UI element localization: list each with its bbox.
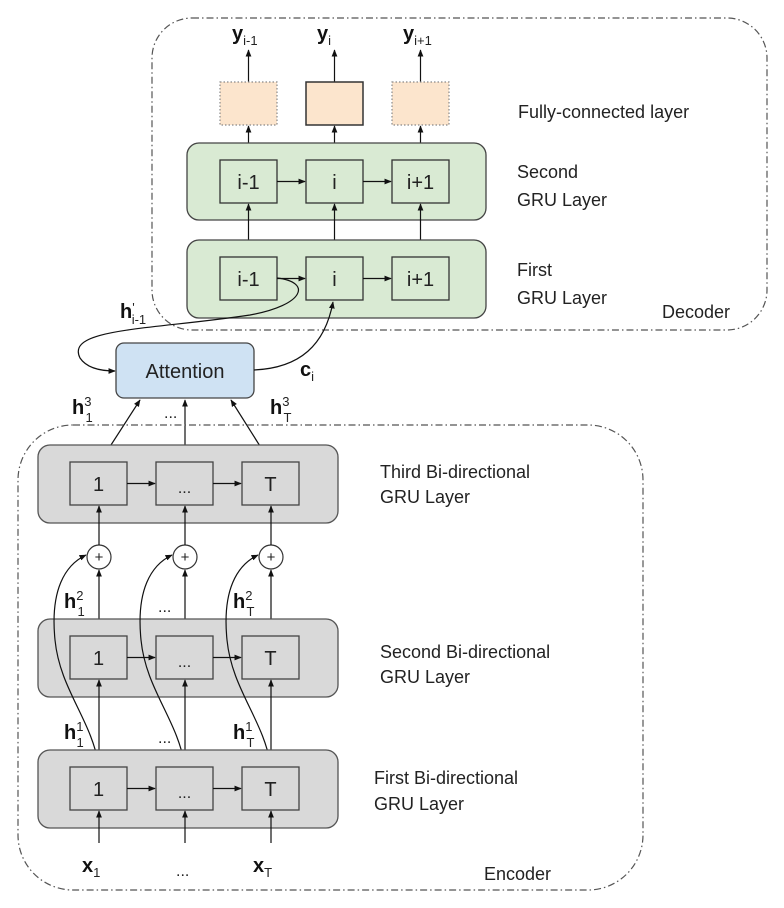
fc-layer-label: Fully-connected layer	[518, 102, 689, 122]
encoder-third-gru-cell-first: 1	[69, 461, 128, 506]
decoder-title: Decoder	[662, 302, 730, 322]
svg-text:h21: h21	[64, 588, 85, 619]
residual-skip-mid	[139, 554, 186, 768]
encoder-second-gru-label-line2: GRU Layer	[380, 667, 470, 687]
h2-label-ellipsis: ...	[158, 599, 171, 616]
encoder-second-gru-cell-last: T	[241, 635, 300, 680]
residual-add-node-first: +	[86, 544, 112, 570]
svg-text:+: +	[181, 549, 190, 566]
arrow-hidden-prev-to-attention	[77, 277, 299, 374]
svg-text:T: T	[264, 648, 276, 670]
svg-text:...: ...	[178, 785, 191, 802]
svg-text:T: T	[264, 779, 276, 801]
encoder-first-gru-label-line1: First Bi-directional	[374, 768, 518, 788]
encoder-first-gru-cell-first: 1	[69, 766, 128, 811]
output-label-y-next: yi+1	[403, 23, 432, 48]
input-label-ellipsis: ...	[176, 863, 189, 880]
svg-text:yi+1: yi+1	[403, 23, 432, 48]
svg-text:xT: xT	[253, 855, 272, 880]
decoder-second-gru-label-line2: GRU Layer	[517, 190, 607, 210]
encoder-third-gru-label-line1: Third Bi-directional	[380, 462, 530, 482]
svg-text:x1: x1	[82, 855, 100, 880]
svg-text:...: ...	[178, 654, 191, 671]
decoder-first-gru-label-line2: GRU Layer	[517, 288, 607, 308]
svg-text:i: i	[332, 269, 336, 291]
decoder-second-gru-cell-next: i+1	[391, 159, 450, 204]
svg-text:...: ...	[178, 480, 191, 497]
attention-node: Attention	[115, 342, 255, 399]
decoder-second-gru-label-line1: Second	[517, 162, 578, 182]
hidden-prev-label: h'i-1	[120, 300, 146, 327]
encoder-container	[17, 424, 644, 891]
encoder-second-gru-label-line1: Second Bi-directional	[380, 642, 550, 662]
svg-text:yi: yi	[317, 23, 331, 48]
svg-text:ci: ci	[300, 359, 314, 384]
decoder-first-gru-cell-prev: i-1	[219, 256, 278, 301]
svg-text:Attention: Attention	[146, 361, 225, 383]
arrow-context-to-decoder	[253, 301, 335, 371]
residual-skip-last	[225, 554, 272, 768]
residual-skip-first	[53, 554, 100, 768]
svg-text:i-1: i-1	[237, 269, 259, 291]
residual-add-node-last: +	[258, 544, 284, 570]
svg-text:h3T: h3T	[270, 394, 291, 425]
svg-text:T: T	[264, 474, 276, 496]
encoder-second-gru-cell-mid: ...	[155, 635, 214, 680]
h3-label-ellipsis: ...	[164, 405, 177, 422]
decoder-first-gru-label-line1: First	[517, 260, 552, 280]
svg-text:1: 1	[93, 648, 104, 670]
input-label-first: x1	[82, 855, 100, 880]
encoder-title: Encoder	[484, 864, 551, 884]
svg-text:h'i-1: h'i-1	[120, 300, 146, 327]
svg-text:h31: h31	[72, 394, 93, 425]
svg-text:+: +	[267, 549, 276, 566]
encoder-first-gru-label-line2: GRU Layer	[374, 794, 464, 814]
decoder-second-gru-cell-prev: i-1	[219, 159, 278, 204]
decoder-second-gru-cell-current: i	[305, 159, 364, 204]
fc-node-prev	[219, 81, 278, 126]
svg-text:yi-1: yi-1	[232, 23, 258, 48]
decoder-container	[151, 17, 768, 331]
svg-text:h1T: h1T	[233, 719, 254, 750]
encoder-third-gru-cell-mid: ...	[155, 461, 214, 506]
fc-node-current	[305, 81, 364, 126]
svg-text:i-1: i-1	[237, 172, 259, 194]
context-label: ci	[300, 359, 314, 384]
svg-text:i: i	[332, 172, 336, 194]
encoder-third-gru-label-line2: GRU Layer	[380, 487, 470, 507]
output-label-y-current: yi	[317, 23, 331, 48]
svg-text:+: +	[95, 549, 104, 566]
fc-node-next	[391, 81, 450, 126]
svg-text:1: 1	[93, 474, 104, 496]
encoder-second-gru-cell-first: 1	[69, 635, 128, 680]
decoder-first-gru-cell-current: i	[305, 256, 364, 301]
h1-label-ellipsis: ...	[158, 730, 171, 747]
input-label-last: xT	[253, 855, 272, 880]
encoder-first-gru-cell-mid: ...	[155, 766, 214, 811]
output-label-y-prev: yi-1	[232, 23, 258, 48]
residual-add-node-mid: +	[172, 544, 198, 570]
svg-text:1: 1	[93, 779, 104, 801]
svg-text:h11: h11	[64, 719, 84, 750]
svg-text:i+1: i+1	[407, 269, 434, 291]
svg-text:i+1: i+1	[407, 172, 434, 194]
encoder-first-gru-cell-last: T	[241, 766, 300, 811]
svg-text:h2T: h2T	[233, 588, 254, 619]
decoder-first-gru-cell-next: i+1	[391, 256, 450, 301]
encoder-third-gru-cell-last: T	[241, 461, 300, 506]
